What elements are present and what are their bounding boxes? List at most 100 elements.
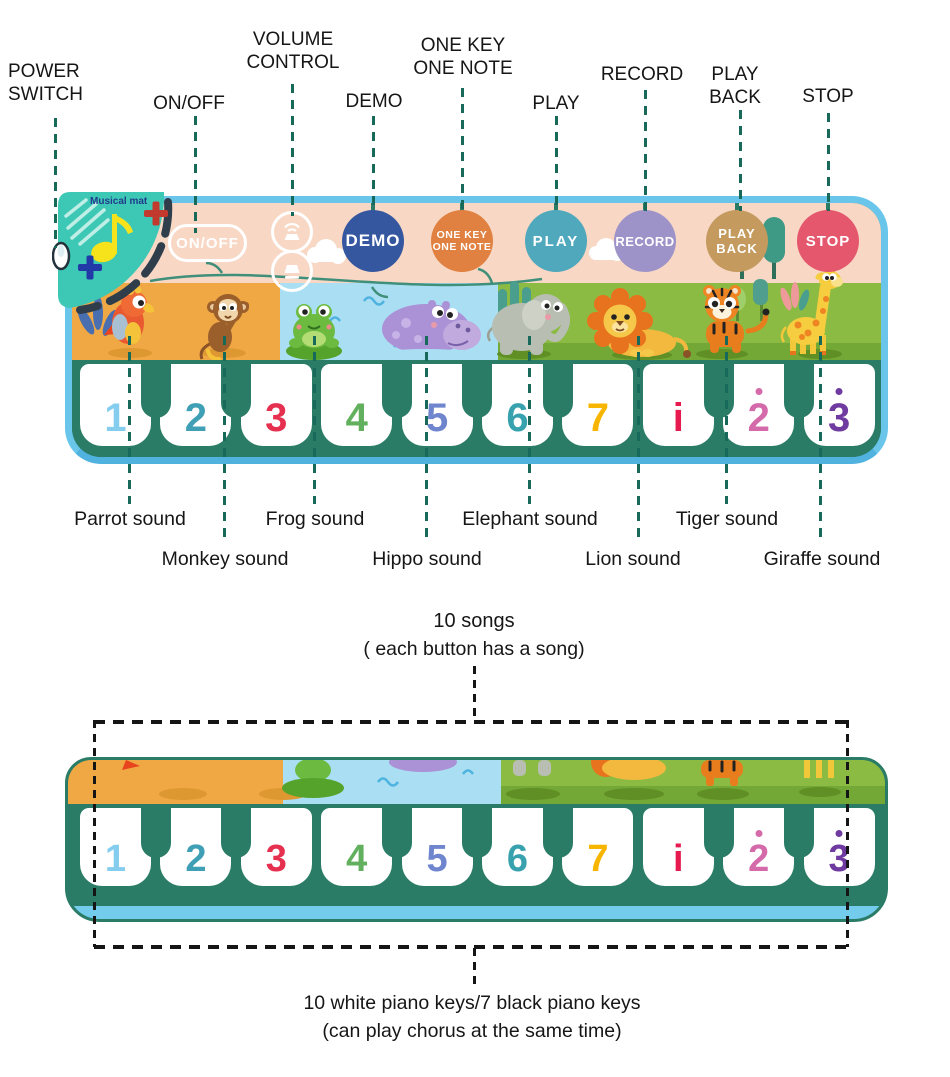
keys-note-stem — [473, 948, 476, 990]
on-off-button[interactable]: ON/OFF — [168, 224, 247, 262]
callout-play: PLAY — [532, 93, 580, 114]
mat-edge — [68, 906, 885, 919]
volume-plus-icon[interactable] — [144, 201, 168, 226]
callout-stop: STOP — [802, 86, 854, 107]
stop-button-label: STOP — [805, 232, 851, 250]
white-key-1[interactable]: 1 — [80, 364, 151, 446]
one-key-one-note-button[interactable]: ONE KEY ONE NOTE — [431, 210, 493, 272]
brand-text: Musical mat — [90, 196, 148, 207]
label-lion-sound: Lion sound — [585, 548, 681, 570]
label-giraffe-sound: Giraffe sound — [763, 548, 881, 570]
white-key-3[interactable]: 3 — [240, 808, 312, 886]
white-key-4[interactable]: 4 — [321, 364, 393, 446]
volume-down-button[interactable] — [271, 250, 313, 292]
record-button-label: RECORD — [615, 233, 675, 249]
white-key-9[interactable]: 2 — [723, 364, 795, 446]
demo-button[interactable]: DEMO — [342, 210, 404, 272]
black-key[interactable] — [783, 360, 814, 418]
key-number: 3 — [265, 838, 287, 880]
white-key-2[interactable]: 2 — [160, 808, 232, 886]
songs-note-line1: 10 songs — [433, 610, 515, 632]
black-key[interactable] — [542, 804, 573, 858]
leader-volume — [291, 84, 294, 216]
white-key-3[interactable]: 3 — [240, 364, 312, 446]
key-number: 1 — [104, 838, 127, 880]
power-switch[interactable] — [52, 241, 71, 271]
key-number: 2 — [185, 838, 207, 880]
key-number: 2 — [723, 398, 794, 438]
songs-note-line2: ( each button has a song) — [363, 638, 585, 660]
speaker-grille-icon — [64, 198, 110, 246]
label-elephant-sound: Elephant sound — [462, 508, 598, 530]
key-number: i — [673, 838, 684, 880]
key-number: 5 — [426, 838, 448, 880]
leader-power-switch — [54, 118, 57, 248]
speaker-unit: Musical mat — [52, 192, 173, 314]
callout-volume-control: VOLUME CONTROL — [246, 29, 340, 73]
leader-play-back — [739, 110, 742, 211]
white-key-9[interactable]: 2 — [723, 808, 795, 886]
bracket-left — [93, 720, 96, 947]
key-number: 5 — [425, 396, 449, 440]
volume-up-button[interactable] — [271, 211, 313, 253]
label-parrot-sound: Parrot sound — [74, 508, 186, 530]
music-note-icon — [91, 214, 133, 263]
volume-minus-icon[interactable] — [78, 255, 102, 280]
black-key[interactable] — [462, 804, 493, 858]
black-key[interactable] — [221, 360, 252, 418]
black-key[interactable] — [381, 360, 412, 418]
black-key[interactable] — [703, 360, 734, 418]
leader-lion — [637, 336, 640, 544]
key-number: 3 — [804, 840, 875, 878]
white-key-5[interactable]: 5 — [401, 364, 473, 446]
white-key-10[interactable]: 3 — [803, 364, 875, 446]
animal-band-sliver — [68, 760, 885, 804]
white-key-6[interactable]: 6 — [482, 808, 553, 886]
white-key-8[interactable]: i — [642, 808, 714, 886]
white-key-8[interactable]: i — [642, 364, 714, 446]
white-key-5[interactable]: 5 — [401, 808, 473, 886]
play-back-button[interactable]: PLAY BACK — [706, 210, 768, 272]
songs-stem — [473, 666, 476, 720]
white-key-2[interactable]: 2 — [160, 364, 232, 446]
record-button[interactable]: RECORD — [614, 210, 676, 272]
white-key-1[interactable]: 1 — [80, 808, 151, 886]
white-key-7[interactable]: 7 — [562, 364, 634, 446]
black-key[interactable] — [140, 804, 171, 858]
keyboard: 1 2 3 4 5 6 7 i 2 3 — [72, 360, 881, 457]
key-number: 7 — [586, 396, 610, 440]
white-key-7[interactable]: 7 — [562, 808, 634, 886]
callout-on-off: ON/OFF — [153, 93, 225, 114]
key-number: 1 — [104, 396, 127, 440]
leader-demo — [372, 116, 375, 211]
demo-button-label: DEMO — [345, 231, 401, 250]
white-key-4[interactable]: 4 — [321, 808, 393, 886]
leader-stop — [827, 113, 830, 211]
leader-play — [555, 116, 558, 211]
grass-section — [498, 283, 881, 360]
key-number: 4 — [345, 396, 368, 440]
keys-note-line1: 10 white piano keys/7 black piano keys — [303, 992, 641, 1014]
label-tiger-sound: Tiger sound — [675, 508, 779, 530]
white-key-6[interactable]: 6 — [482, 364, 553, 446]
piano-mat-closeup: 1 2 3 4 5 6 7 i 2 3 — [65, 757, 888, 922]
black-key[interactable] — [140, 360, 171, 418]
play-button[interactable]: PLAY — [525, 210, 587, 272]
key-number: 3 — [804, 398, 875, 438]
black-key[interactable] — [221, 804, 252, 858]
black-key[interactable] — [381, 804, 412, 858]
key-number: 6 — [506, 838, 529, 880]
key-number: i — [672, 396, 684, 440]
black-key[interactable] — [542, 360, 573, 418]
key-number: 7 — [587, 838, 609, 880]
leader-on-off — [194, 116, 197, 233]
black-key[interactable] — [462, 360, 493, 418]
stop-button[interactable]: STOP — [797, 210, 859, 272]
leader-tiger — [725, 336, 728, 504]
white-key-10[interactable]: 3 — [803, 808, 875, 886]
leader-parrot — [128, 336, 131, 504]
leader-frog — [313, 336, 316, 504]
black-key[interactable] — [703, 804, 734, 858]
black-key[interactable] — [783, 804, 814, 858]
